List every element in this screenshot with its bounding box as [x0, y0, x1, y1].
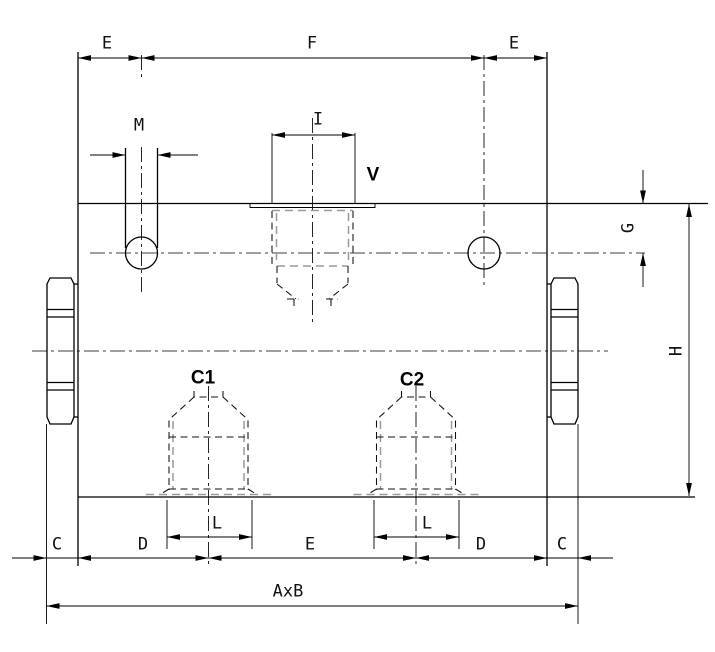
dim-label-c-left: C: [51, 534, 63, 555]
extension-lines: [46, 133, 579, 624]
dim-label-f: F: [306, 33, 318, 54]
port-label-v: V: [366, 164, 380, 186]
v-cavity: [271, 209, 354, 306]
port-label-c2: C2: [399, 369, 425, 391]
dim-label-axb: AxB: [272, 581, 304, 602]
dimension-lines: [12, 57, 690, 607]
dim-label-l-right: L: [421, 513, 433, 534]
dim-label-m: M: [133, 115, 145, 136]
dim-label-e-bottom: E: [304, 534, 316, 555]
dim-label-e-top-right: E: [508, 33, 520, 54]
dim-label-e-top-left: E: [101, 33, 113, 54]
dim-label-d-right: D: [475, 534, 487, 555]
port-label-c1: C1: [190, 367, 216, 389]
centerlines: [32, 55, 645, 568]
dim-label-l-left: L: [211, 513, 223, 534]
dim-label-c-right: C: [556, 534, 568, 555]
dim-label-i: I: [312, 109, 324, 130]
dim-label-h: H: [666, 345, 687, 357]
dim-label-g: G: [618, 222, 639, 234]
dim-label-d-left: D: [137, 534, 149, 555]
dimension-arrows: [33, 55, 692, 609]
